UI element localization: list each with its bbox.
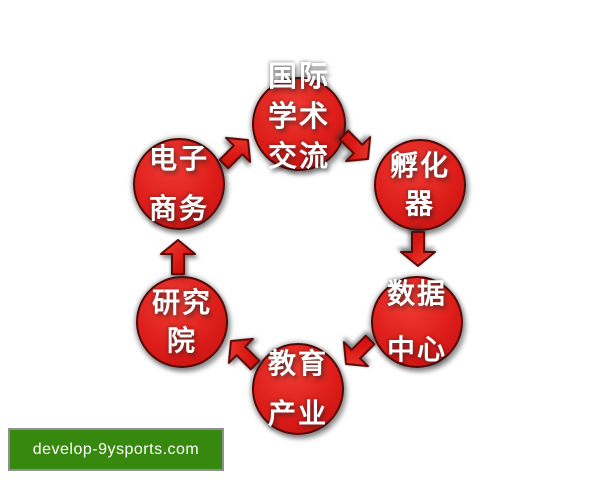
node-label-line: 电子 [148, 142, 209, 175]
node-label-line: 教育 [267, 347, 328, 380]
node-label-line: 数据 [386, 277, 447, 310]
node-label: 数据 中心 [387, 266, 447, 378]
node-label-line: 孵化 [389, 149, 450, 182]
node-label: 研究 院 [152, 284, 212, 360]
node-label-line: 国际 [267, 59, 330, 93]
cycle-arrow-up-right-icon [218, 136, 252, 170]
node-label: 国际 学术 交流 [268, 56, 330, 176]
node-label-line: 中心 [386, 333, 447, 366]
node-label-line: 商务 [148, 192, 209, 225]
cycle-node-incubator: 孵化 器 [374, 139, 466, 231]
cycle-node-data-center: 数据 中心 [371, 276, 463, 368]
cycle-arrow-down-right-icon [338, 129, 372, 163]
node-label: 教育 产业 [268, 339, 328, 439]
watermark-bar: develop-9ysports.com [8, 428, 224, 471]
watermark-text: develop-9ysports.com [32, 440, 200, 458]
cycle-arrow-up-left-icon [227, 337, 261, 371]
node-label-line: 产业 [267, 397, 328, 430]
node-label: 孵化 器 [390, 147, 450, 223]
cycle-node-e-commerce: 电子 商务 [133, 138, 225, 230]
node-label: 电子 商务 [149, 134, 209, 234]
node-label-line: 院 [166, 324, 197, 357]
cycle-arrow-down-icon [400, 231, 436, 267]
cycle-arrow-down-left-icon [342, 334, 376, 368]
node-label-line: 学术 [267, 99, 330, 133]
cycle-node-research-institute: 研究 院 [136, 276, 228, 368]
node-label-line: 交流 [267, 139, 330, 173]
cycle-node-international-academic-exchange: 国际 学术 交流 [252, 59, 346, 173]
node-label-line: 研究 [151, 286, 212, 319]
node-label-line: 器 [404, 187, 435, 220]
cycle-node-education-industry: 教育 产业 [252, 343, 344, 435]
cycle-arrow-up-icon [160, 239, 196, 275]
